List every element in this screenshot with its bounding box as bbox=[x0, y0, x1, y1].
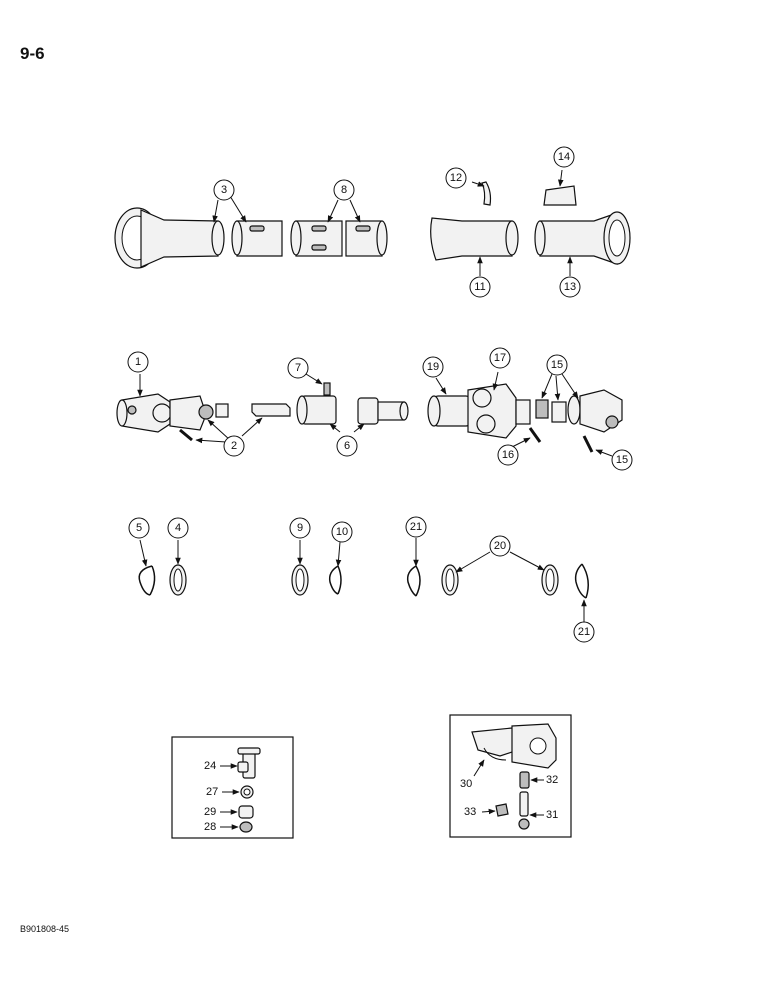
pin-15 bbox=[582, 435, 594, 453]
svg-text:16: 16 bbox=[502, 449, 514, 461]
callout-2: 2 bbox=[223, 435, 245, 457]
key-bar-2 bbox=[251, 403, 291, 417]
snap-ring-10 bbox=[328, 565, 342, 595]
figure-code: B901808-45 bbox=[20, 924, 70, 934]
svg-text:15: 15 bbox=[551, 359, 563, 371]
svg-text:2: 2 bbox=[231, 440, 237, 452]
svg-text:3: 3 bbox=[221, 184, 227, 196]
shield-half-13 bbox=[534, 211, 631, 265]
svg-text:1: 1 bbox=[135, 356, 141, 368]
inset-yoke-detail: 30 32 31 33 bbox=[449, 714, 572, 838]
callout-5: 5 bbox=[128, 517, 150, 539]
callout-21-right: 21 bbox=[573, 621, 595, 643]
yoke-1 bbox=[116, 393, 229, 433]
svg-text:13: 13 bbox=[564, 281, 576, 293]
callout-10: 10 bbox=[331, 521, 353, 543]
callout-3: 3 bbox=[213, 179, 235, 201]
callout-14: 14 bbox=[553, 146, 575, 168]
svg-text:14: 14 bbox=[558, 151, 570, 163]
patch-14 bbox=[543, 185, 577, 206]
callout-8: 8 bbox=[333, 179, 355, 201]
ring-4 bbox=[169, 564, 187, 596]
snap-ring-5 bbox=[138, 565, 156, 596]
svg-text:20: 20 bbox=[494, 540, 506, 552]
svg-text:21: 21 bbox=[410, 521, 422, 533]
callout-1: 1 bbox=[127, 351, 149, 373]
svg-text:11: 11 bbox=[474, 281, 485, 293]
svg-text:6: 6 bbox=[344, 440, 350, 452]
label-27: 27 bbox=[206, 786, 218, 798]
svg-text:21: 21 bbox=[578, 626, 590, 638]
svg-text:15: 15 bbox=[616, 454, 628, 466]
leader-lines bbox=[137, 169, 613, 622]
outer-shield-3 bbox=[114, 207, 283, 269]
callout-21-left: 21 bbox=[405, 516, 427, 538]
collar-hub-6 bbox=[357, 397, 409, 425]
shield-half-11 bbox=[430, 217, 519, 261]
callout-15-bottom: 15 bbox=[611, 449, 633, 471]
callout-7: 7 bbox=[287, 357, 309, 379]
svg-text:7: 7 bbox=[295, 362, 301, 374]
callout-16: 16 bbox=[497, 444, 519, 466]
page-number: 9-6 bbox=[20, 44, 45, 63]
ring-9 bbox=[291, 564, 309, 596]
label-33: 33 bbox=[464, 806, 476, 818]
label-24: 24 bbox=[204, 760, 216, 772]
pin-16 bbox=[528, 427, 542, 443]
strip-12 bbox=[481, 181, 492, 206]
callout-6: 6 bbox=[336, 435, 358, 457]
label-30: 30 bbox=[460, 778, 472, 790]
callout-9: 9 bbox=[289, 517, 311, 539]
svg-text:4: 4 bbox=[175, 522, 181, 534]
bearing-15 bbox=[535, 389, 623, 433]
svg-text:19: 19 bbox=[427, 361, 439, 373]
svg-text:12: 12 bbox=[450, 172, 462, 184]
svg-text:10: 10 bbox=[336, 526, 348, 538]
callout-19: 19 bbox=[422, 356, 444, 378]
svg-text:8: 8 bbox=[341, 184, 347, 196]
label-28: 28 bbox=[204, 821, 216, 833]
callout-13: 13 bbox=[559, 276, 581, 298]
callout-11: 11 bbox=[469, 276, 491, 298]
label-31: 31 bbox=[546, 809, 558, 821]
svg-text:17: 17 bbox=[494, 352, 506, 364]
callout-20: 20 bbox=[489, 535, 511, 557]
label-32: 32 bbox=[546, 774, 558, 786]
callout-12: 12 bbox=[445, 167, 467, 189]
callout-4: 4 bbox=[167, 517, 189, 539]
snap-ring-21-right bbox=[574, 563, 589, 599]
collar-6 bbox=[296, 382, 337, 425]
inset-grease-fitting: 24 27 29 28 bbox=[171, 736, 294, 839]
callout-17: 17 bbox=[489, 347, 511, 369]
svg-text:9: 9 bbox=[297, 522, 303, 534]
ring-20-right bbox=[541, 564, 559, 596]
inner-shield-8 bbox=[290, 220, 388, 257]
snap-ring-21 bbox=[406, 565, 421, 597]
ring-20-left bbox=[441, 564, 459, 596]
svg-text:5: 5 bbox=[136, 522, 142, 534]
callout-15-top: 15 bbox=[546, 354, 568, 376]
yoke-19 bbox=[427, 383, 531, 439]
label-29: 29 bbox=[204, 806, 216, 818]
pin-2 bbox=[179, 428, 193, 442]
